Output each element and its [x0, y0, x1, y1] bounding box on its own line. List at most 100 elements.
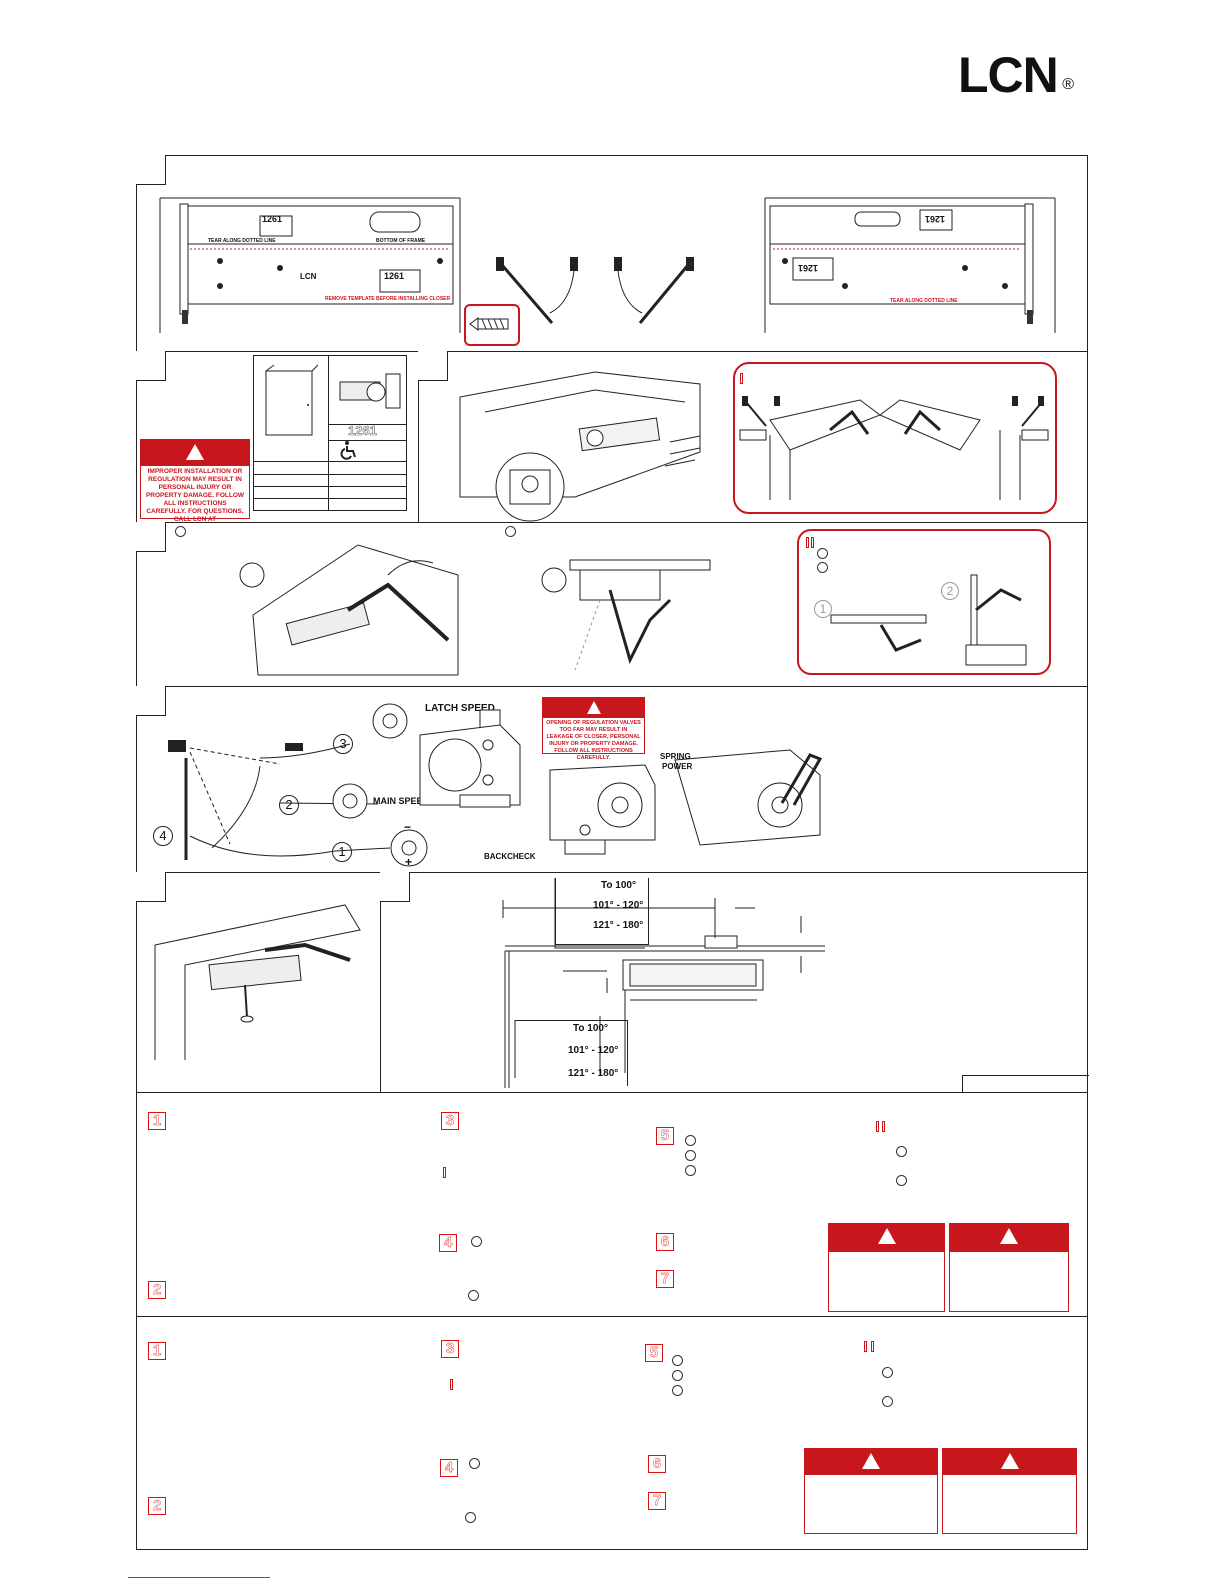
backcheck-valve-icon[interactable] [390, 829, 428, 867]
spring-label: SPRING [660, 752, 691, 761]
dim-bottom-box [515, 1020, 628, 1086]
fr-note-mark-2 [871, 1341, 874, 1352]
arm-adjust-illustration [541, 559, 711, 671]
warning-header [141, 440, 249, 466]
row3-marker-2 [505, 526, 516, 537]
dim-bottom-3: 121° - 180° [568, 1068, 619, 1079]
installed-closer-illustration [154, 904, 361, 1060]
box-sketch [265, 364, 319, 436]
divider-row5 [136, 1092, 1088, 1093]
arm-callout-mark-1 [806, 537, 809, 548]
template-right-model: 1261 [925, 214, 946, 224]
latch-speed-valve-icon[interactable] [372, 703, 408, 739]
template-left-brand: LCN [300, 272, 317, 281]
latch-speed-label: LATCH SPEED [425, 703, 495, 714]
step-en-3: 3 [441, 1112, 459, 1130]
accessibility-icon [340, 441, 356, 460]
en-note-mark-2 [882, 1121, 885, 1132]
divider-col-b [380, 872, 381, 1092]
dim-top-1: To 100° [601, 880, 636, 891]
arm-callout-illustration [830, 574, 1027, 666]
step-fr-2: 2 [148, 1497, 166, 1515]
footer-link[interactable] [128, 1577, 270, 1578]
divider-row1 [136, 351, 1088, 352]
template-left-tear-line: TEAR ALONG DOTTED LINE [208, 238, 276, 244]
reg-step-1-label: 1 [338, 844, 346, 859]
closer-mounting-illustration [459, 371, 701, 522]
reg-step-3: 3 [333, 734, 353, 754]
step-en-3-mark [443, 1167, 446, 1178]
arm-step-1-label: 1 [819, 602, 827, 616]
arm-install-illustration [239, 544, 459, 676]
en-note-bullet-1 [896, 1146, 907, 1157]
en-warning-1 [828, 1223, 945, 1312]
closer-body-illustration [419, 709, 521, 808]
template-left-model: 1261 [262, 214, 283, 224]
step-fr-5-bullet-1 [672, 1355, 683, 1366]
en-note-mark-1 [876, 1121, 879, 1132]
step-fr-4-bullet-2 [465, 1512, 476, 1523]
arm-callout-mark-2 [811, 537, 814, 548]
valve-warning-triangle-icon [586, 701, 601, 714]
card-model-number: 1261 [348, 423, 378, 439]
divider-row6 [136, 1316, 1088, 1317]
arm-callout [797, 529, 1051, 675]
minus-symbol: − [404, 820, 412, 834]
section-tab-a [136, 155, 166, 185]
step-fr-5-bullet-2 [672, 1370, 683, 1381]
template-left-illustration [159, 197, 461, 333]
row3-marker-1 [175, 526, 186, 537]
dim-bottom-2: 101° - 120° [568, 1045, 619, 1056]
step-fr-4: 4 [440, 1459, 458, 1477]
screw-callout [464, 304, 520, 346]
step-en-4-bullet-2 [468, 1290, 479, 1301]
en-warning-2 [949, 1223, 1069, 1312]
reg-step-1: 1 [332, 842, 352, 862]
fr-note-bullet-2 [882, 1396, 893, 1407]
arm-step-1-badge: 1 [814, 600, 832, 618]
arm-step-2-badge: 2 [941, 582, 959, 600]
logo-text: LCN [958, 47, 1059, 103]
step-fr-7: 7 [648, 1492, 666, 1510]
step-en-4-bullet-1 [471, 1236, 482, 1247]
step-fr-6: 6 [648, 1455, 666, 1473]
section-tab-d [136, 522, 166, 552]
install-warning-text: IMPROPER INSTALLATION OR REGULATION MAY … [145, 468, 245, 523]
step-fr-3-mark [450, 1379, 453, 1390]
reg-step-3-label: 3 [339, 736, 347, 751]
reg-step-4-label: 4 [159, 828, 167, 843]
main-speed-valve-icon[interactable] [332, 783, 368, 819]
closer-thumbnail [339, 373, 401, 409]
fr-warning-2 [942, 1448, 1077, 1534]
dim-top-2: 101° - 120° [593, 900, 644, 911]
warning-triangle-icon [186, 444, 204, 460]
dim-top-box [555, 878, 649, 945]
product-info-card [253, 355, 407, 511]
en-note-bullet-2 [896, 1175, 907, 1186]
reg-step-2-label: 2 [285, 797, 293, 812]
door-swing-icons [496, 257, 694, 324]
install-warning: IMPROPER INSTALLATION OR REGULATION MAY … [140, 439, 250, 523]
template-left-model-2: 1261 [384, 271, 405, 281]
step-fr-5: 5 [645, 1344, 663, 1362]
template-left-bottom-frame: BOTTOM OF FRAME [376, 238, 426, 244]
backcheck-label: BACKCHECK [484, 852, 536, 861]
section-tab-c [418, 351, 448, 381]
spring-power-illustration [674, 749, 823, 846]
divider-row2 [136, 522, 1088, 523]
dim-bottom-1: To 100° [573, 1023, 608, 1034]
template-right-illustration [764, 197, 1056, 333]
step-en-4: 4 [439, 1234, 457, 1252]
fr-warning-1 [804, 1448, 938, 1534]
step-en-6: 6 [656, 1233, 674, 1251]
step-en-5-bullet-3 [685, 1165, 696, 1176]
handing-callout [733, 362, 1057, 514]
section-tab-g [380, 872, 410, 902]
plus-symbol: + [405, 855, 413, 869]
en-warning-2-triangle-icon [1000, 1228, 1018, 1244]
arm-callout-bullet-2 [817, 562, 828, 573]
step-fr-5-bullet-3 [672, 1385, 683, 1396]
step-fr-3: 3 [441, 1340, 459, 1358]
step-en-7: 7 [656, 1270, 674, 1288]
step-fr-4-bullet-1 [469, 1458, 480, 1469]
